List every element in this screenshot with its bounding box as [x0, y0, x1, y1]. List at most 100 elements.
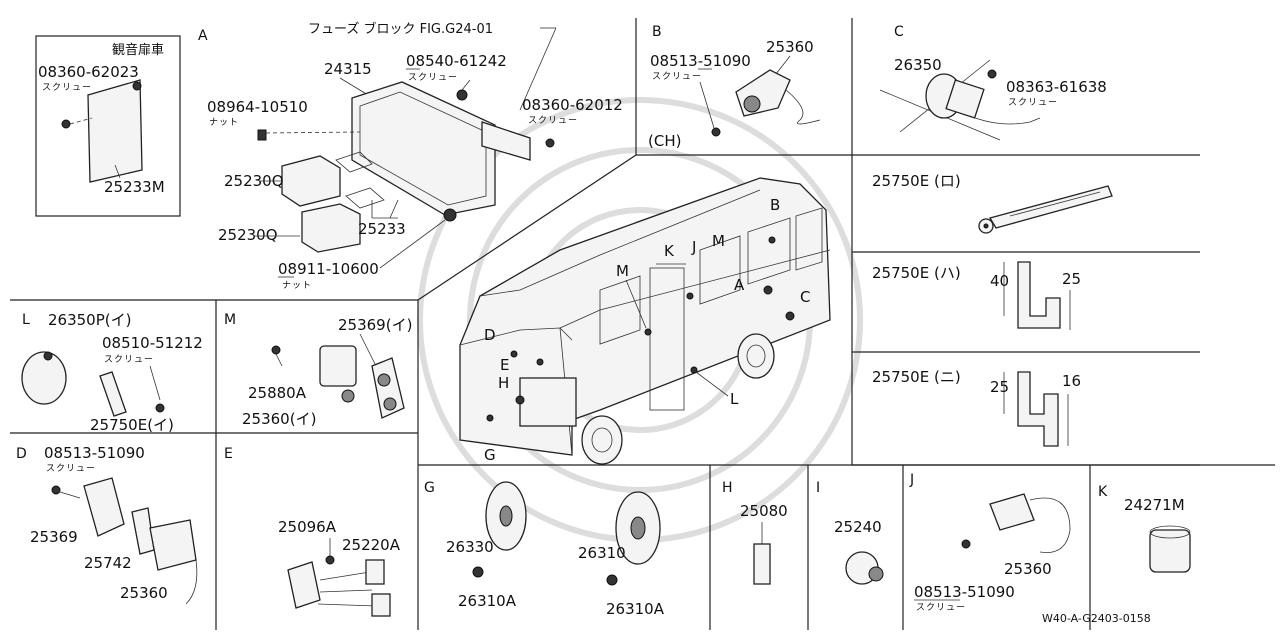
lamp-socket-icon	[735, 69, 791, 117]
bracket-title: 25750E (ロ)	[872, 172, 961, 190]
part-number: 25360	[120, 584, 168, 602]
bracket-icon	[99, 371, 127, 417]
part-number: 25240	[834, 518, 882, 536]
bus-illustration: B K J M M A C D E H L G	[459, 177, 831, 465]
part-number: 25080	[740, 502, 788, 520]
callout-label: J	[691, 238, 696, 256]
part-number: 25230Q	[218, 226, 278, 244]
part-number: 08513-51090	[650, 52, 751, 70]
part-number: 08964-10510	[207, 98, 308, 116]
part-number: 25220A	[342, 536, 401, 554]
variant-label: (CH)	[648, 132, 681, 150]
callout-label: L	[730, 390, 739, 408]
lamp-lens-icon	[83, 477, 125, 537]
section-i-letter: I	[816, 480, 820, 496]
part-note: スクリュー	[408, 72, 458, 83]
section-g: G 26330 26310A 26310 26310A	[424, 480, 665, 618]
part-number: 26310A	[606, 600, 665, 618]
part-number: 26350	[894, 56, 942, 74]
section-e: E 25096A 25220A	[224, 446, 401, 617]
lamp-socket-icon	[989, 493, 1035, 531]
part-note: ナット	[209, 117, 239, 128]
section-a: A フューズ ブロック FIG.G24-01 観音扉車 08360-62023 …	[35, 21, 623, 291]
callout-label: C	[800, 288, 810, 306]
inset-box	[35, 35, 181, 217]
part-number: 08360-62012	[522, 96, 623, 114]
fuse-holder-icon	[351, 81, 496, 216]
section-g-letter: G	[424, 480, 435, 496]
callout-label: G	[484, 446, 496, 464]
section-d-letter: D	[16, 446, 27, 462]
dimension-label: 40	[990, 272, 1009, 290]
bracket-title: 25750E (ニ)	[872, 368, 961, 386]
section-i: I 25240	[816, 480, 884, 585]
section-j-letter: J	[909, 472, 914, 488]
callout-label: M	[616, 262, 629, 280]
part-note: スクリュー	[104, 354, 154, 365]
bracket-icon	[1017, 261, 1061, 329]
part-number: 25096A	[278, 518, 337, 536]
section-c-letter: C	[894, 24, 904, 40]
section-l-letter: L	[22, 312, 30, 328]
figure-code: W40-A-G2403-0158	[1042, 612, 1151, 625]
bulb-cap-icon	[1149, 529, 1191, 573]
section-m-letter: M	[224, 312, 236, 328]
part-number: 25233M	[104, 178, 165, 196]
part-number: 08363-61638	[1006, 78, 1107, 96]
relay-icon	[301, 203, 361, 253]
buzzer-icon	[21, 351, 67, 405]
part-note: スクリュー	[528, 115, 578, 126]
callout-label: D	[484, 326, 496, 344]
part-number: 08540-61242	[406, 52, 507, 70]
section-h-letter: H	[722, 480, 733, 496]
bracket-icon	[1017, 371, 1059, 447]
dimension-label: 25	[1062, 270, 1081, 288]
section-dividers	[10, 18, 1275, 630]
section-h: H 25080	[722, 480, 788, 585]
part-number: 08911-10600	[278, 260, 379, 278]
part-number: 26330	[446, 538, 494, 556]
part-number: 26310A	[458, 592, 517, 610]
section-b-letter: B	[652, 24, 662, 40]
section-bracket-ni: 25750E (ニ) 25 16	[872, 368, 1081, 447]
lamp-socket-icon	[149, 519, 197, 571]
dimension-label: 25	[990, 378, 1009, 396]
part-note: スクリュー	[652, 71, 702, 82]
callout-label: K	[664, 242, 675, 260]
inset-title: 観音扉車	[112, 42, 164, 58]
section-j: J 25360 08513-51090 スクリュー	[909, 472, 1071, 613]
part-number: 25360	[766, 38, 814, 56]
part-number: 25880A	[248, 384, 307, 402]
part-number: 08513-51090	[44, 444, 145, 462]
section-d: D 08513-51090 スクリュー 25369 25742 25360	[16, 444, 198, 605]
section-bracket-ha: 25750E (ハ) 40 25	[872, 261, 1081, 330]
section-k-letter: K	[1098, 484, 1108, 500]
section-bracket-lo: 25750E (ロ)	[872, 172, 1113, 234]
fuse-block-reference: フューズ ブロック FIG.G24-01	[308, 21, 493, 37]
part-number: 24315	[324, 60, 372, 78]
switch-icon	[753, 543, 771, 585]
section-b: B 08513-51090 スクリュー 25360 (CH)	[648, 24, 821, 150]
callout-label: A	[734, 276, 745, 294]
part-number: 24271M	[1124, 496, 1185, 514]
part-number: 08510-51212	[102, 334, 203, 352]
callout-label: E	[500, 356, 509, 374]
part-number: 25360	[1004, 560, 1052, 578]
callout-label: M	[712, 232, 725, 250]
part-number: 25233	[358, 220, 406, 238]
part-number: 25230Q	[224, 172, 284, 190]
dimension-label: 16	[1062, 372, 1081, 390]
strap-bracket-icon	[989, 185, 1113, 229]
part-note: スクリュー	[42, 82, 92, 93]
part-note: スクリュー	[916, 602, 966, 613]
section-c: C 26350 08363-61638 スクリュー	[879, 24, 1107, 141]
section-e-letter: E	[224, 446, 233, 462]
bracket-title: 25750E (ハ)	[872, 264, 961, 282]
part-number: 25750E(イ)	[90, 416, 174, 434]
callout-label: B	[770, 196, 780, 214]
part-note: スクリュー	[1008, 97, 1058, 108]
section-a-letter: A	[198, 28, 208, 44]
connector-icon	[287, 561, 321, 609]
part-number: 25742	[84, 554, 132, 572]
